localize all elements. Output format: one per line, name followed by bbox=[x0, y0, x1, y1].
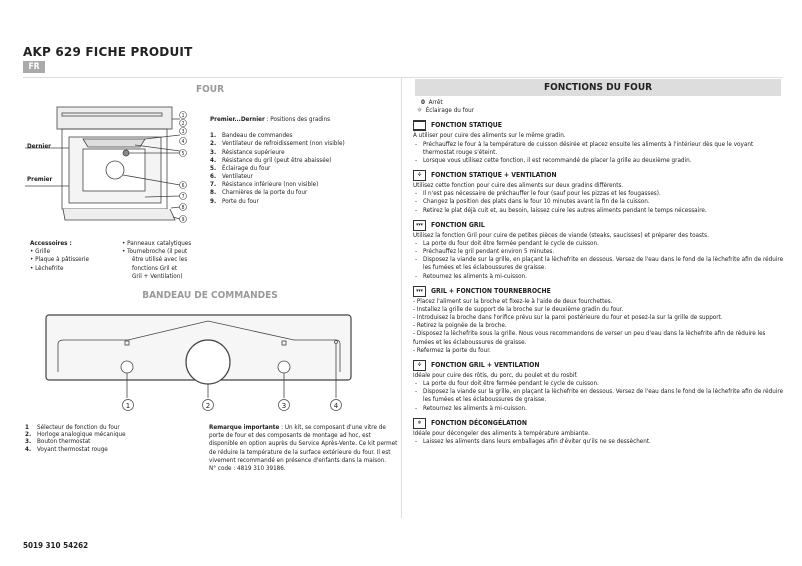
important-note: Remarque importante : Un kit, se composa… bbox=[209, 424, 399, 473]
list-item: La porte du four doit être fermée pendan… bbox=[413, 380, 785, 388]
section-intro: Idéale pour cuire des rôtis, du porc, du… bbox=[413, 371, 578, 379]
oven-callout: 9 bbox=[182, 217, 185, 223]
positions-label: Premier...Dernier bbox=[210, 116, 265, 123]
arret-label: Arrêt bbox=[428, 99, 443, 106]
list-item: Disposez la viande sur la grille, en pla… bbox=[413, 388, 785, 404]
accessories-list: Accessoires : • Grille • Plaque à pâtiss… bbox=[30, 240, 89, 273]
section-intro: Idéale pour décongeler des aliments à te… bbox=[413, 429, 590, 437]
list-item: Préchauffez le gril pendant environ 5 mi… bbox=[413, 248, 785, 256]
header-divider bbox=[23, 77, 783, 78]
part-item: 6.Ventilateur bbox=[210, 173, 253, 181]
list-item: Placez l'aliment sur la broche et fixez-… bbox=[413, 298, 785, 306]
oven-callout: 3 bbox=[182, 129, 185, 135]
note-label: Remarque importante bbox=[209, 424, 280, 431]
positions-text: : Positions des gradins bbox=[264, 116, 331, 123]
list-item: Disposez la viande sur la grille, en pla… bbox=[413, 256, 785, 272]
list-item: Préchauffez le four à la température de … bbox=[413, 141, 785, 157]
part-item: 1.Bandeau de commandes bbox=[210, 132, 293, 140]
control-panel-diagram: 1 2 3 4 bbox=[45, 314, 352, 411]
list-item: Introduisez la broche dans l'orifice pré… bbox=[413, 314, 785, 322]
part-item: 9.Porte du four bbox=[210, 197, 259, 205]
panel-callout: 4 bbox=[334, 402, 339, 410]
accessory-item: • Grille bbox=[30, 248, 51, 256]
list-item: Il n'est pas nécessaire de préchauffer l… bbox=[413, 190, 785, 198]
oven-callout: 2 bbox=[182, 121, 185, 127]
section-intro: À utiliser pour cuire des aliments sur l… bbox=[413, 132, 566, 140]
section-title: FONCTION GRIL bbox=[431, 220, 485, 229]
accessory-item: • Tournebroche (il peut bbox=[122, 248, 188, 256]
accessory-note: Gril + Ventilation) bbox=[132, 272, 183, 280]
part-item: 7.Résistance inférieure (non visible) bbox=[210, 181, 319, 189]
list-item: Refermez la porte du four. bbox=[413, 347, 785, 355]
accessory-note: fonctions Gril et bbox=[132, 264, 178, 272]
oven-callout: 8 bbox=[182, 205, 185, 211]
oven-diagram: 1 2 3 4 5 6 7 8 9 bbox=[25, 106, 187, 223]
oven-callout: 1 bbox=[182, 113, 185, 119]
section-title: GRIL + FONCTION TOURNEBROCHE bbox=[431, 286, 551, 295]
document-code: 5019 310 54262 bbox=[23, 541, 89, 550]
accessory-item: • Lèchefrite bbox=[30, 264, 64, 272]
static-oven-icon bbox=[413, 120, 426, 132]
parts-list: Premier...Dernier : Positions des gradin… bbox=[210, 116, 345, 206]
panel-callout: 1 bbox=[126, 402, 130, 410]
oven-callout: 7 bbox=[182, 194, 185, 200]
fonctions-list: 0 Arrêt ☼ Éclairage du four FONCTION STA… bbox=[413, 99, 785, 446]
oven-callout: 4 bbox=[182, 139, 185, 145]
rotisserie-icon: ▾▾▾ bbox=[413, 285, 426, 297]
list-item: Disposez la lèchefrite sous la grille. N… bbox=[413, 330, 785, 346]
legend-item: 3.Bouton thermostat bbox=[25, 438, 91, 446]
section-title: FONCTION DÉCONGÉLATION bbox=[431, 418, 527, 427]
accessory-note: être utilisé avec les bbox=[132, 256, 188, 264]
section-intro: Utilisez cette fonction pour cuire des a… bbox=[413, 182, 624, 190]
accessories-title: Accessoires : bbox=[30, 240, 72, 247]
language-badge: FR bbox=[23, 61, 45, 73]
section-title: FONCTION STATIQUE bbox=[431, 121, 502, 130]
part-item: 4.Résistance du gril (peut être abaissée… bbox=[210, 156, 332, 164]
list-item: Retirez la poignée de la broche. bbox=[413, 322, 785, 330]
accessory-item: • Panneaux catalytiques bbox=[122, 240, 192, 247]
document-title: AKP 629 FICHE PRODUIT bbox=[23, 45, 193, 59]
fan-oven-icon: ✣ bbox=[413, 170, 426, 182]
grill-fan-icon: ✣ bbox=[413, 359, 426, 371]
list-item: Retournez les aliments à mi-cuisson. bbox=[413, 273, 785, 281]
section-intro: Utilisez la fonction Gril pour cuire de … bbox=[413, 231, 709, 239]
label-premier: Premier bbox=[27, 176, 53, 183]
part-item: 2.Ventilateur de refroidissement (non vi… bbox=[210, 140, 345, 148]
oven-callout: 6 bbox=[182, 183, 185, 189]
section-title: FONCTION GRIL + VENTILATION bbox=[431, 361, 540, 370]
list-item: Lorsque vous utilisez cette fonction, il… bbox=[413, 157, 785, 165]
legend-item: 4.Voyant thermostat rouge bbox=[25, 445, 108, 453]
part-item: 3.Résistance supérieure bbox=[210, 148, 285, 156]
oven-callout: 5 bbox=[182, 151, 185, 157]
label-dernier: Dernier bbox=[27, 143, 51, 150]
column-divider bbox=[401, 78, 402, 518]
four-heading: FOUR bbox=[195, 84, 225, 95]
legend-item: 2.Horloge analogique mécanique bbox=[25, 431, 126, 439]
list-item: Installez la grille de support de la bro… bbox=[413, 306, 785, 314]
list-item: Laissez les aliments dans leurs emballag… bbox=[413, 438, 785, 446]
note-text: : Un kit, se composant d'une vitre de po… bbox=[209, 424, 398, 464]
part-item: 5.Éclairage du four bbox=[210, 164, 271, 172]
off-symbol: 0 bbox=[421, 99, 425, 106]
list-item: Retirez le plat déjà cuit et, au besoin,… bbox=[413, 207, 785, 215]
list-item: La porte du four doit être fermée pendan… bbox=[413, 240, 785, 248]
accessories-list-2: • Panneaux catalytiques • Tournebroche (… bbox=[122, 240, 191, 281]
light-bulb-icon: ☼ bbox=[417, 107, 423, 115]
defrost-icon: ❄ bbox=[413, 417, 426, 429]
part-item: 8.Charnières de la porte du four bbox=[210, 189, 308, 197]
fonctions-heading: FONCTIONS DU FOUR bbox=[415, 79, 781, 96]
note-code: N° code : 4819 310 39186. bbox=[209, 464, 286, 472]
eclairage-label: Éclairage du four bbox=[425, 107, 475, 115]
panel-callout: 2 bbox=[206, 402, 210, 410]
accessory-item: • Plaque à pâtisserie bbox=[30, 256, 89, 264]
grill-icon: ▾▾▾ bbox=[413, 219, 426, 231]
bandeau-heading: BANDEAU DE COMMANDES bbox=[142, 290, 278, 301]
list-item: Retournez les aliments à mi-cuisson. bbox=[413, 405, 785, 413]
section-title: FONCTION STATIQUE + VENTILATION bbox=[431, 171, 557, 180]
panel-callout: 3 bbox=[282, 402, 286, 410]
list-item: Changez la position des plats dans le fo… bbox=[413, 198, 785, 206]
